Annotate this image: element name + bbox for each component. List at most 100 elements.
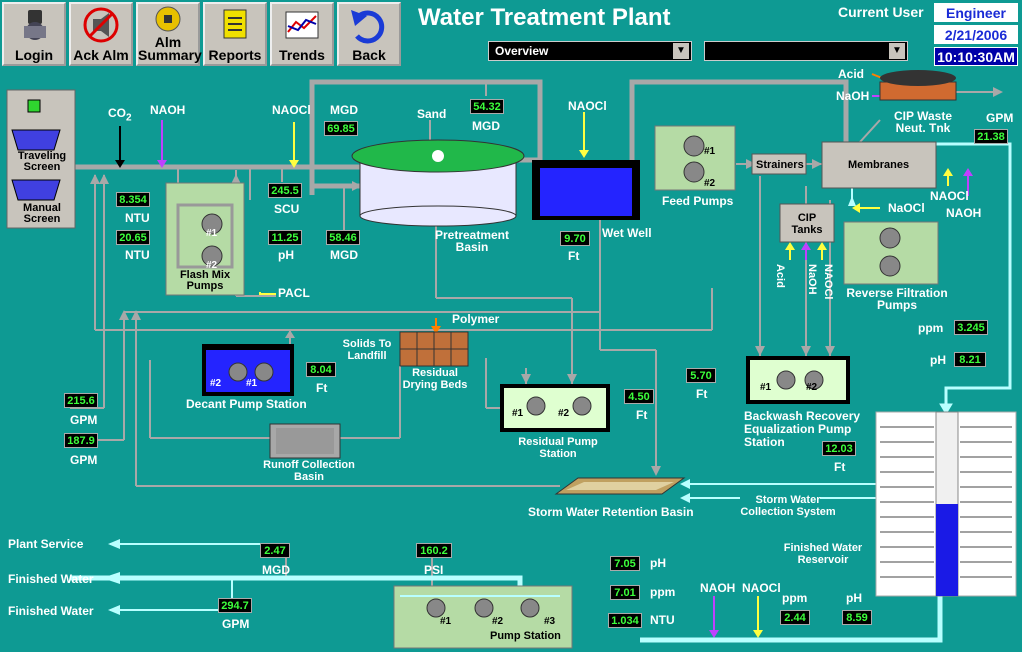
report-icon [223, 9, 247, 39]
ntu-value-1[interactable]: 8.354 [116, 192, 150, 207]
membranes-label: Membranes [848, 159, 910, 171]
mgd-out-value[interactable]: 2.47 [260, 543, 290, 558]
gpm-value-1[interactable]: 215.6 [64, 393, 98, 408]
reservoir-label: Finished Water Reservoir [783, 542, 863, 566]
mgd-sand-value[interactable]: 69.85 [324, 121, 358, 136]
backwash-ft-value[interactable]: 5.70 [686, 368, 716, 383]
naoh-label-3: NaOH [806, 264, 818, 295]
solids-label: Solids To Landfill [342, 338, 392, 362]
gpm-label-1: GPM [70, 413, 98, 427]
ph-label-3: pH [650, 556, 666, 570]
back-label: Back [352, 47, 386, 63]
pump-station-label: Pump Station [490, 630, 561, 642]
gpm-label-2: GPM [70, 453, 98, 467]
wet-well-ft-value[interactable]: 9.70 [560, 231, 590, 246]
pretreatment-basin-label: Pretreatment Basin [434, 228, 510, 254]
ntu-label-1: NTU [125, 211, 150, 225]
page-title: Water Treatment Plant [418, 4, 671, 31]
ppm-label-1: ppm [918, 321, 944, 335]
mgd-top-value[interactable]: 54.32 [470, 99, 504, 114]
ppm-label-3: ppm [782, 591, 808, 605]
alarm-bell-icon [155, 6, 181, 32]
gpm-out-value[interactable]: 294.7 [218, 598, 252, 613]
ntu-value-2[interactable]: 20.65 [116, 230, 150, 245]
cip-waste-label: CIP Waste Neut. Tnk [893, 109, 953, 135]
trends-button[interactable]: Trends [270, 2, 334, 66]
feed-pump-1-label: #1 [704, 146, 716, 157]
residual-ft-value[interactable]: 4.50 [624, 389, 654, 404]
pump-station-pump-1-label: #1 [440, 616, 452, 627]
ntu-value-3[interactable]: 1.034 [608, 613, 642, 628]
pump-station-pump-3-label: #3 [544, 616, 556, 627]
ntu-label-3: NTU [650, 613, 675, 627]
traveling-screen-label: Traveling Screen [17, 150, 67, 173]
ppm-value-1[interactable]: 3.245 [954, 320, 988, 335]
decant-ft-value[interactable]: 8.04 [306, 362, 336, 377]
time-field: 10:10:30AM [934, 47, 1018, 66]
acid-label-2: Acid [774, 264, 786, 288]
naoh-label-5: NAOH [700, 581, 736, 595]
backwash-pump-1-label: #1 [760, 382, 772, 393]
feed-pumps-label: Feed Pumps [662, 194, 734, 208]
gpm-value-2[interactable]: 187.9 [64, 433, 98, 448]
manual-screen-label: Manual Screen [23, 202, 61, 225]
alarm-summary-button[interactable]: Alm Summary [136, 2, 202, 66]
ph-label-1: pH [278, 248, 294, 262]
backwash-pump-2-label: #2 [806, 382, 818, 393]
ppm-label-2: ppm [650, 585, 676, 599]
ph-value-1[interactable]: 11.25 [268, 230, 302, 245]
flash-mix-pump-1-label: #1 [206, 228, 218, 239]
wet-well-label: Wet Well [602, 226, 652, 240]
wet-well-ft-label: Ft [568, 249, 580, 263]
reservoir-ft-value[interactable]: 12.03 [822, 441, 856, 456]
login-label: Login [14, 47, 54, 63]
naoh-label-4: NAOH [946, 206, 982, 220]
scu-label: SCU [274, 202, 300, 216]
reports-label: Reports [208, 47, 262, 63]
finished-water-label-2: Finished Water [8, 604, 94, 618]
ack-alarm-label: Ack Alm [73, 47, 129, 63]
view-dropdown[interactable]: Overview▼ [488, 41, 692, 61]
naocl-label-2: NAOCl [568, 99, 607, 113]
decant-ft-label: Ft [316, 381, 328, 395]
ph-label-4: pH [846, 591, 862, 605]
login-button[interactable]: Login [2, 2, 66, 66]
gpm-cip-value[interactable]: 21.38 [974, 129, 1008, 144]
ph-value-2[interactable]: 8.21 [954, 352, 986, 367]
back-button[interactable]: Back [337, 2, 401, 66]
psi-value[interactable]: 160.2 [416, 543, 452, 558]
residual-pump-2-label: #2 [558, 408, 570, 419]
residual-ps-label: Residual Pump Station [518, 436, 598, 460]
user-field: Engineer [934, 3, 1018, 22]
flash-mix-label: Flash Mix Pumps [179, 269, 231, 292]
scu-value[interactable]: 245.5 [268, 183, 302, 198]
reports-button[interactable]: Reports [203, 2, 267, 66]
storm-collection-label: Storm Water Collection System [740, 494, 836, 518]
ntu-label-2: NTU [125, 248, 150, 262]
sand-label: Sand [417, 107, 447, 121]
current-user-label: Current User [838, 4, 924, 20]
date-field: 2/21/2006 [934, 25, 1018, 44]
muted-speaker-icon [83, 7, 119, 43]
chevron-down-icon: ▼ [673, 43, 689, 59]
mgd-low-value[interactable]: 58.46 [326, 230, 360, 245]
trends-label: Trends [279, 47, 325, 63]
co2-text: CO [108, 106, 126, 120]
plant-service-label: Plant Service [8, 537, 84, 551]
residual-pump-1-label: #1 [512, 408, 524, 419]
ph-value-4[interactable]: 8.59 [842, 610, 872, 625]
decant-pump-1-label: #1 [246, 378, 258, 389]
trend-chart-icon [285, 11, 319, 39]
runoff-label: Runoff Collection Basin [263, 459, 355, 483]
ack-alarm-button[interactable]: Ack Alm [69, 2, 133, 66]
ppm-value-3[interactable]: 2.44 [780, 610, 810, 625]
secondary-dropdown[interactable]: ▼ [704, 41, 908, 61]
alarm-summary-label-1: Alm [154, 34, 182, 50]
mgd-label-2: MGD [472, 119, 500, 133]
flash-mix-pump-2-label: #2 [206, 260, 218, 271]
gpm-label-out: GPM [222, 617, 250, 631]
ph-value-3[interactable]: 7.05 [610, 556, 640, 571]
ppm-value-2[interactable]: 7.01 [610, 585, 640, 600]
reservoir-ft-label: Ft [834, 460, 846, 474]
